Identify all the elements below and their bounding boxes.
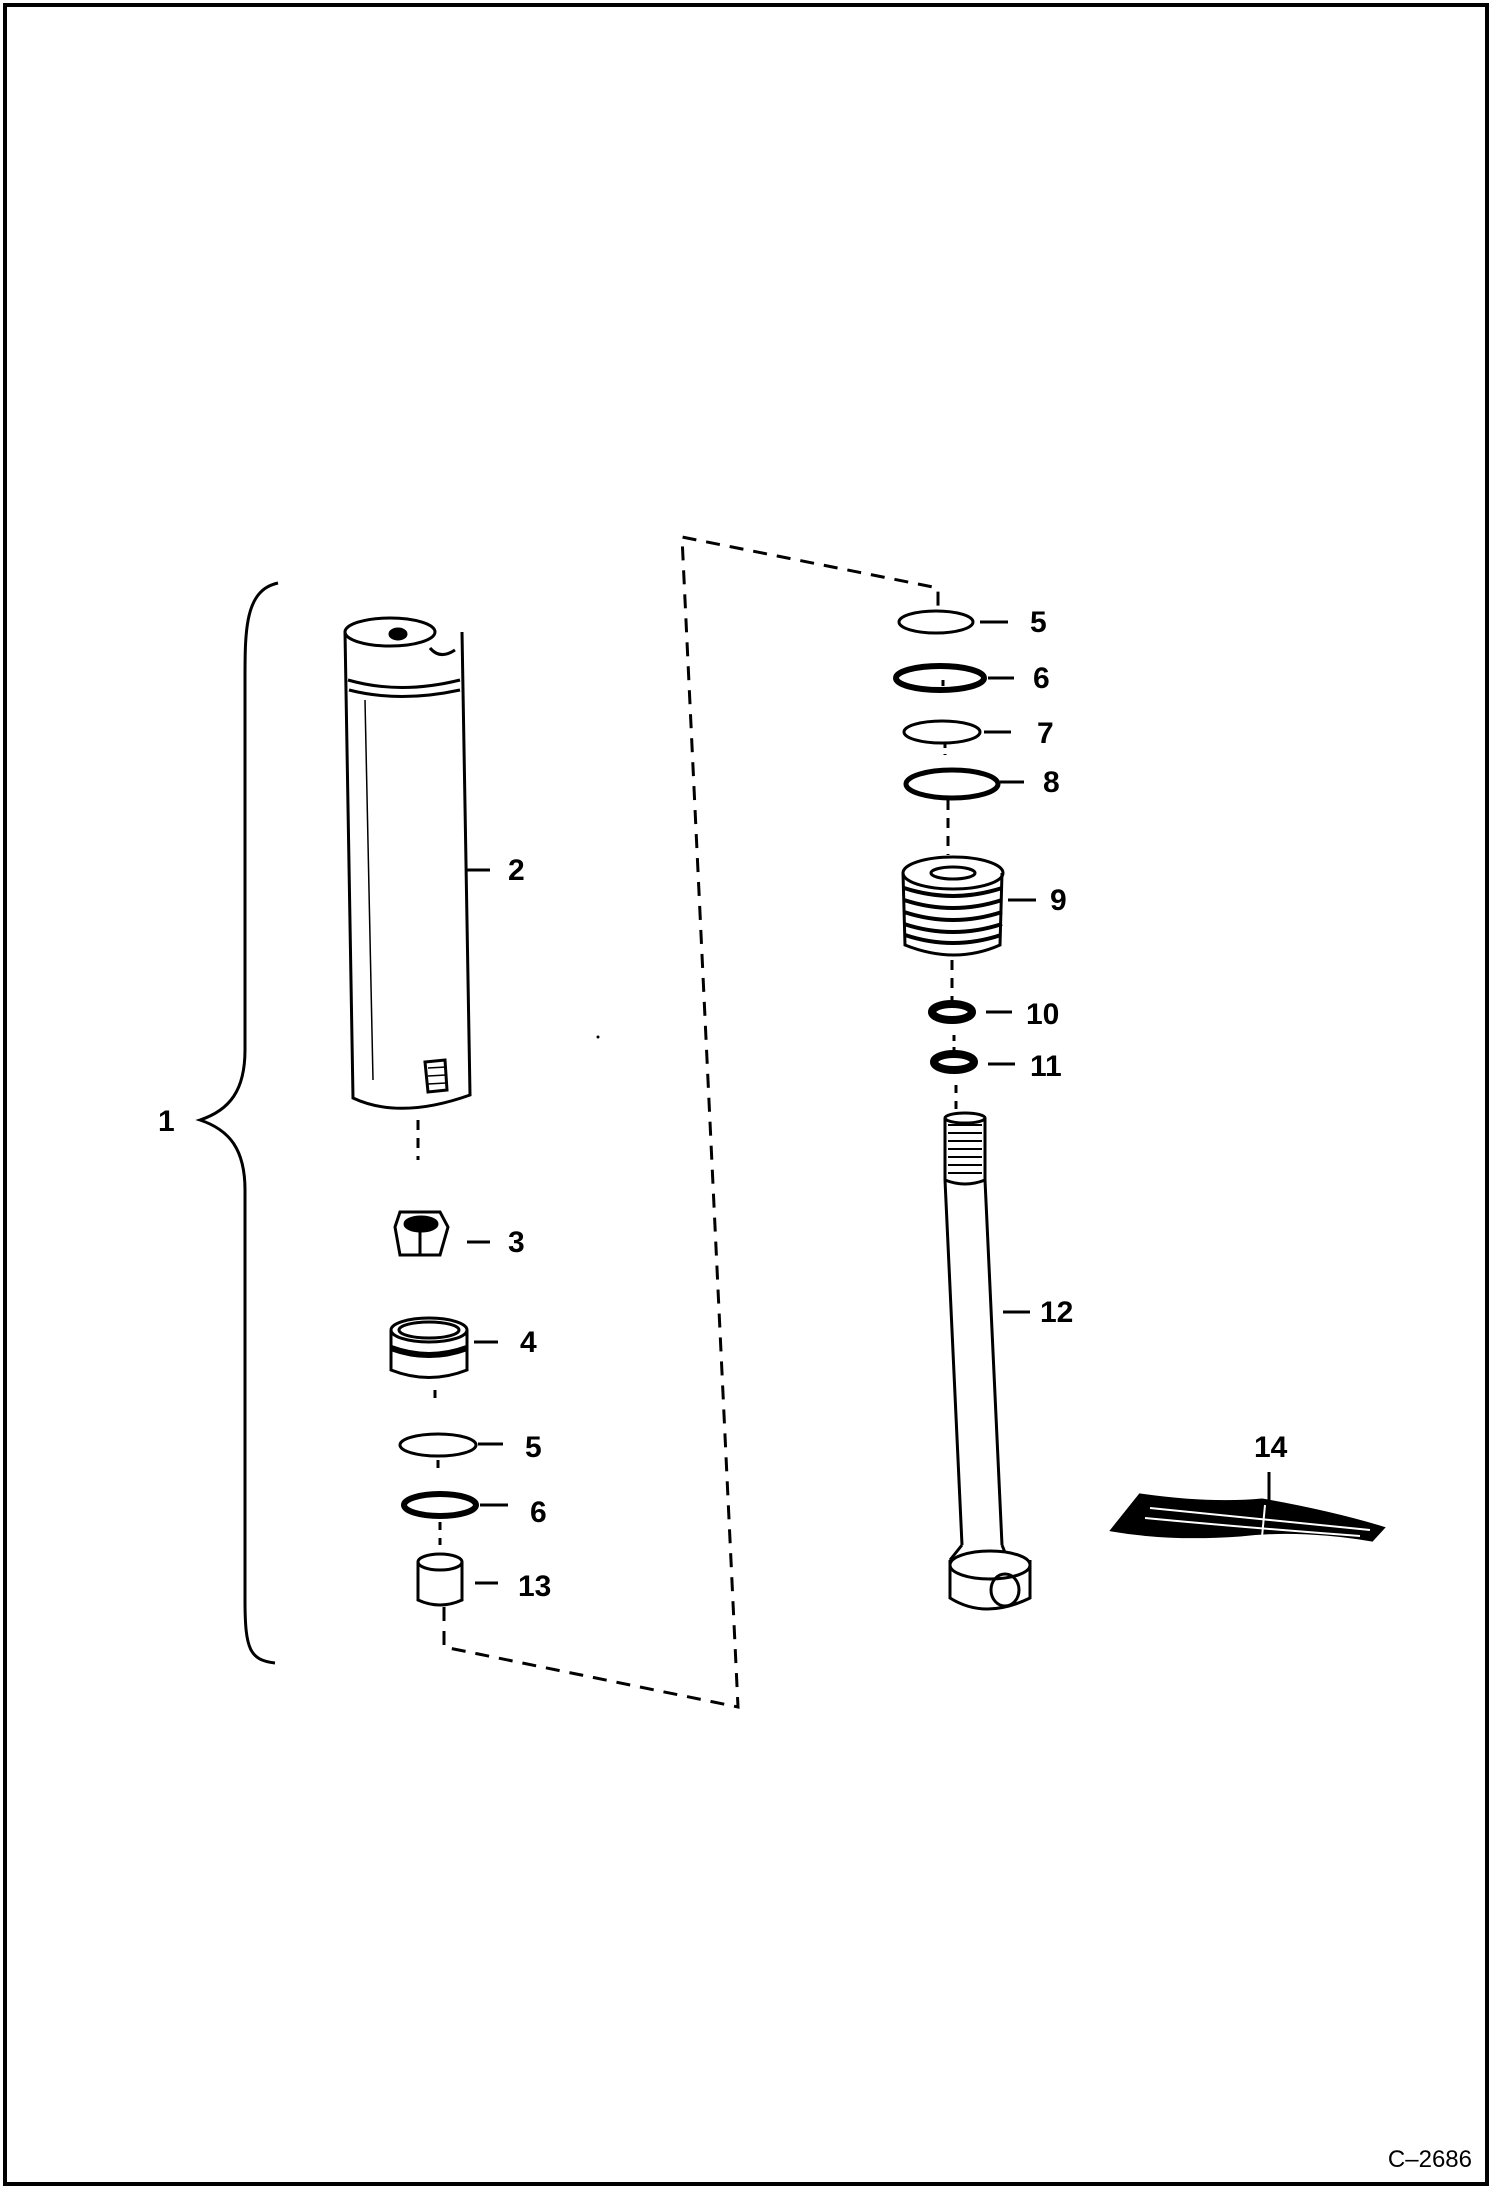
leader-lines bbox=[467, 620, 1271, 1585]
callout-11: 11 bbox=[1030, 1050, 1062, 1083]
o-ring-5-right bbox=[897, 609, 975, 635]
callout-5-left: 5 bbox=[525, 1431, 542, 1464]
callout-6-right: 6 bbox=[1033, 662, 1050, 695]
seal-11 bbox=[930, 1050, 978, 1074]
backup-ring-6-left bbox=[401, 1491, 479, 1519]
callout-10: 10 bbox=[1026, 998, 1060, 1031]
callout-6-left: 6 bbox=[530, 1496, 547, 1529]
callout-1: 1 bbox=[158, 1105, 175, 1138]
callout-4: 4 bbox=[520, 1326, 537, 1359]
callout-7: 7 bbox=[1037, 717, 1054, 750]
seal-kit-bag bbox=[1109, 1493, 1386, 1542]
spacer-part bbox=[416, 1552, 464, 1607]
gland-part bbox=[389, 1316, 469, 1379]
seal-10 bbox=[928, 1000, 976, 1024]
figure-code: C–2686 bbox=[1387, 2146, 1472, 2173]
explode-path-dashed-left bbox=[442, 535, 940, 1709]
barrel-part bbox=[343, 616, 472, 1110]
backup-ring-6-right bbox=[893, 663, 987, 693]
piston-part bbox=[901, 855, 1005, 957]
wear-ring-8 bbox=[903, 767, 1001, 801]
callout-2: 2 bbox=[508, 854, 525, 887]
nut-part bbox=[393, 1210, 450, 1257]
callout-8: 8 bbox=[1043, 766, 1060, 799]
assembly-brace bbox=[195, 581, 279, 1665]
callout-13: 13 bbox=[518, 1570, 552, 1603]
callout-9: 9 bbox=[1050, 884, 1067, 917]
callout-3: 3 bbox=[508, 1226, 525, 1259]
callout-14: 14 bbox=[1254, 1431, 1288, 1464]
o-ring-5-left bbox=[398, 1432, 478, 1458]
figure-frame bbox=[3, 3, 1489, 2186]
callout-12: 12 bbox=[1040, 1296, 1074, 1329]
o-ring-7 bbox=[902, 719, 982, 745]
rod-part bbox=[943, 1111, 1032, 1611]
callout-5-right: 5 bbox=[1030, 606, 1047, 639]
